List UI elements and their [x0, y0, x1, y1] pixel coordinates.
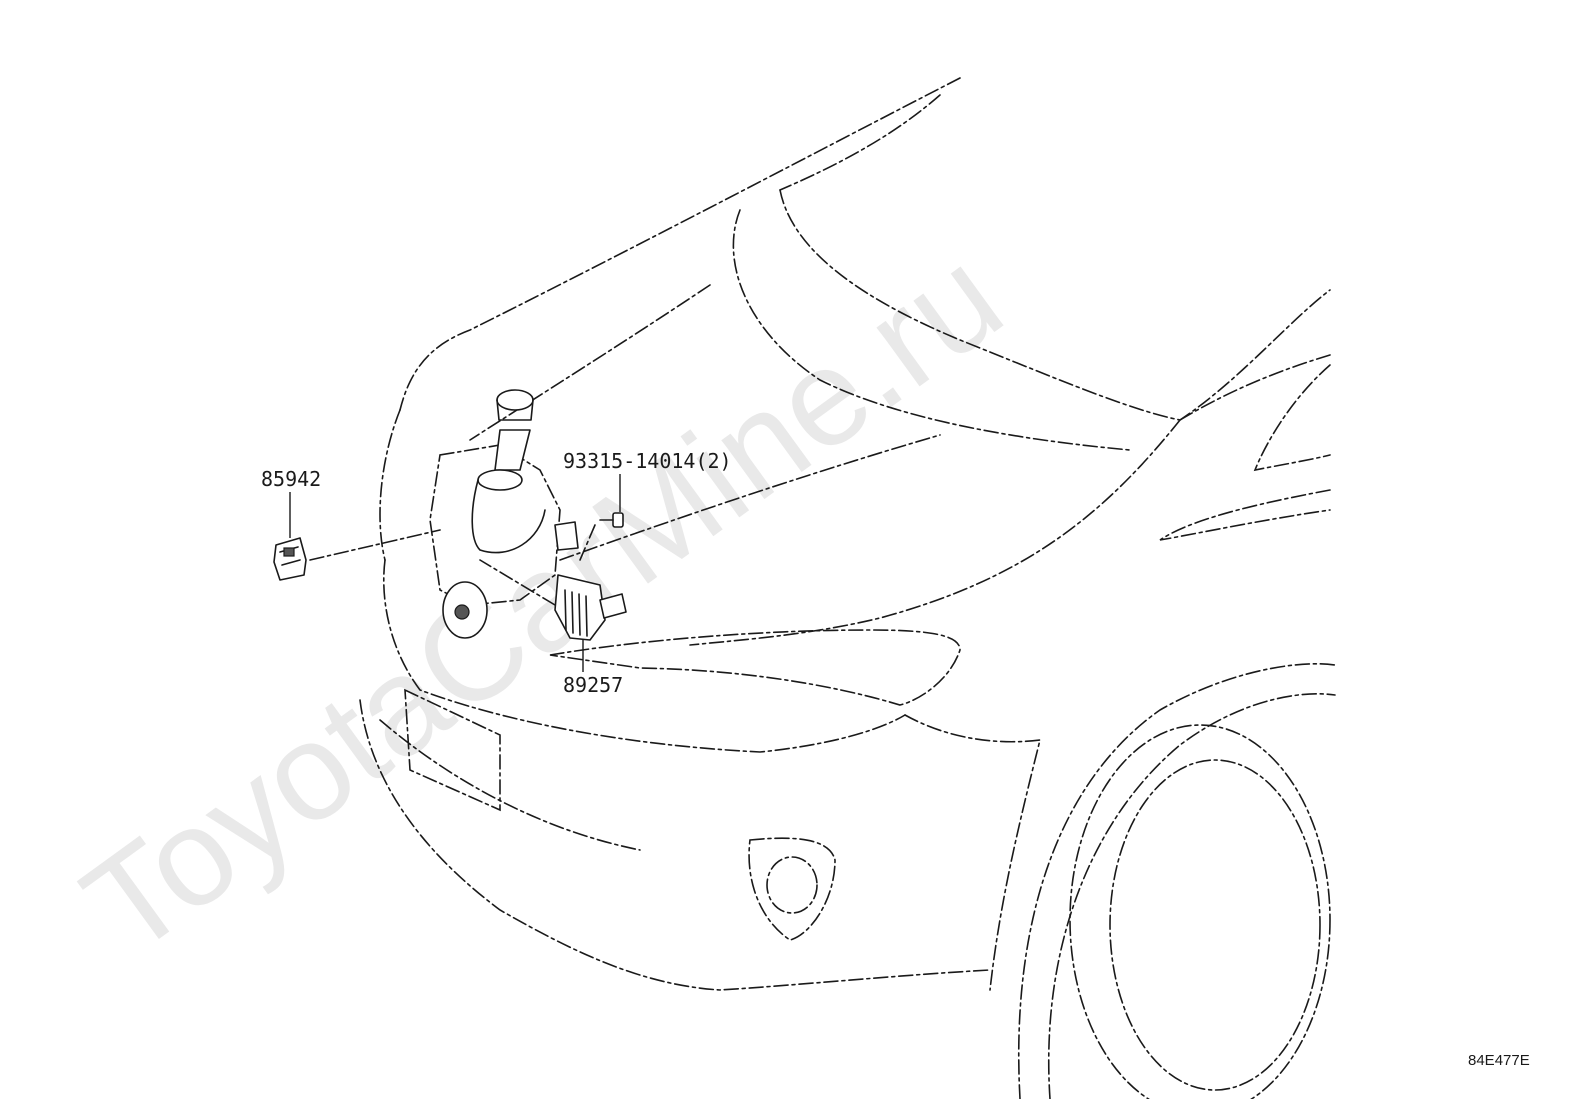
- filler-neck: [494, 429, 531, 471]
- fog-light: [766, 856, 818, 914]
- headlight: [549, 629, 961, 706]
- reference-code: 84E477E: [1468, 1052, 1530, 1069]
- tank-contour: [471, 479, 546, 554]
- install-line-85942: [309, 529, 441, 561]
- hood-crease: [469, 284, 711, 441]
- hood-top-edge: [779, 94, 941, 191]
- body-side-line: [689, 419, 1181, 646]
- bumper-side: [904, 714, 1042, 991]
- module-fins: [564, 589, 588, 637]
- part-93315-14014-screw[interactable]: [599, 512, 624, 528]
- pump-connector: [454, 604, 470, 620]
- side-mirror: [1253, 364, 1331, 472]
- filler-cap: [496, 389, 534, 411]
- wheel-arch: [1017, 663, 1336, 1099]
- tank-top: [477, 469, 523, 491]
- screw-head: [612, 512, 624, 528]
- relay-body: [273, 537, 307, 581]
- lower-grille-line: [379, 719, 641, 851]
- callout-89257: 89257: [563, 673, 623, 697]
- mount-bracket: [554, 521, 579, 551]
- a-pillar: [1179, 354, 1331, 421]
- part-85942-relay[interactable]: [273, 537, 307, 581]
- washer-reservoir: [429, 389, 579, 639]
- relay-terminal: [283, 547, 295, 557]
- tire-inner: [1109, 759, 1321, 1091]
- install-line-93315: [579, 524, 596, 561]
- windshield-base: [779, 189, 1331, 421]
- engine-bay-line: [559, 434, 941, 561]
- watermark-text: ToyotaCarMine.ru: [57, 220, 1029, 985]
- fog-light-housing: [748, 837, 836, 941]
- hood-front-edge: [399, 77, 961, 411]
- wheel-arch-inner: [1047, 693, 1336, 1099]
- bumper-upper: [382, 559, 906, 753]
- callout-85942: 85942: [261, 467, 321, 491]
- cap-body: [496, 399, 534, 421]
- part-89257-module[interactable]: [554, 574, 627, 641]
- module-connector: [599, 593, 627, 619]
- fender-line: [1159, 489, 1331, 541]
- install-line-89257: [479, 559, 556, 606]
- tire-outer: [1069, 724, 1331, 1099]
- front-fascia-left: [379, 409, 401, 561]
- callout-93315-14014: 93315-14014(2): [563, 449, 732, 473]
- car-body-outline: [359, 77, 1336, 1099]
- bumper-lower: [359, 699, 991, 991]
- hood-ridge-left: [732, 209, 1131, 451]
